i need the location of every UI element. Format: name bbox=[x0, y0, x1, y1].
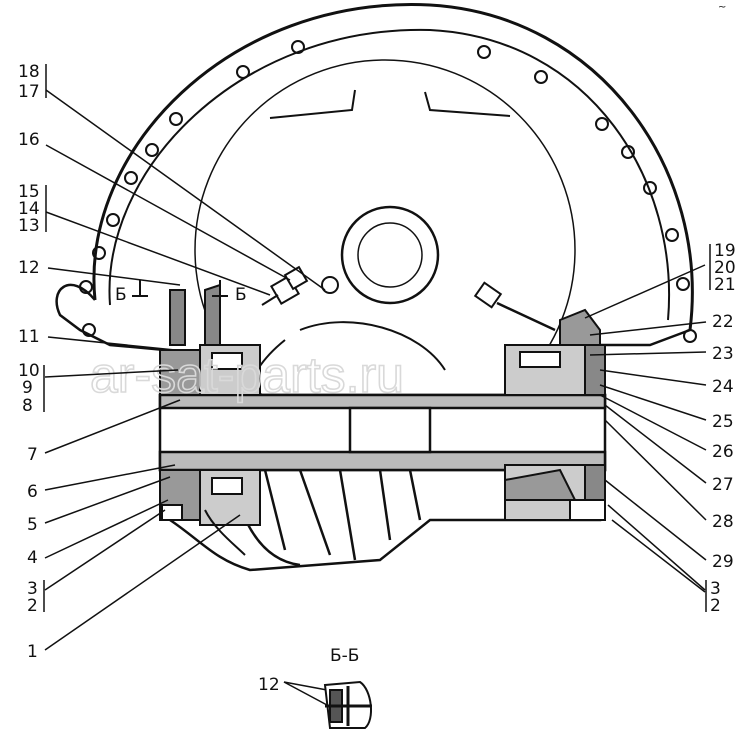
callout-22: 22 bbox=[712, 312, 734, 332]
section-title: Б-Б bbox=[330, 646, 359, 666]
callout-8: 8 bbox=[22, 396, 33, 416]
watermark-text: ar-sat-parts.ru bbox=[90, 347, 404, 403]
flange-bolt-holes bbox=[79, 40, 697, 343]
callout-20: 20 bbox=[714, 258, 736, 278]
section-marker-left: Б bbox=[115, 285, 127, 305]
callout-11: 11 bbox=[18, 327, 40, 347]
corner-mark: ~ bbox=[718, 2, 726, 13]
callout-14: 14 bbox=[18, 199, 40, 219]
callout-15: 15 bbox=[18, 182, 40, 202]
callout-29: 29 bbox=[712, 552, 734, 572]
callout-21: 21 bbox=[714, 275, 736, 295]
callout-2-left: 2 bbox=[27, 596, 38, 616]
callout-5: 5 bbox=[27, 515, 38, 535]
callout-2-right: 2 bbox=[710, 596, 721, 616]
left-bearing-assembly bbox=[159, 283, 261, 556]
section-marker-right: Б bbox=[235, 285, 247, 305]
callout-18: 18 bbox=[18, 62, 40, 82]
section-detail bbox=[323, 680, 372, 729]
callout-26: 26 bbox=[712, 442, 734, 462]
callout-3-left: 3 bbox=[27, 579, 38, 599]
callouts-right: 19 20 21 22 23 24 25 26 27 28 29 3 2 bbox=[710, 241, 736, 616]
callout-13: 13 bbox=[18, 216, 40, 236]
callout-12-section: 12 bbox=[258, 675, 280, 695]
callout-19: 19 bbox=[714, 241, 736, 261]
callout-27: 27 bbox=[712, 475, 734, 495]
callout-3-right: 3 bbox=[710, 579, 721, 599]
callout-28: 28 bbox=[712, 512, 734, 532]
right-bearing-assembly bbox=[504, 308, 606, 521]
callout-25: 25 bbox=[712, 412, 734, 432]
callout-12: 12 bbox=[18, 258, 40, 278]
callout-23: 23 bbox=[712, 344, 734, 364]
callout-9: 9 bbox=[22, 378, 33, 398]
lower-housing bbox=[168, 321, 602, 572]
flywheel-housing bbox=[55, 3, 694, 441]
section-markers: Б Б bbox=[115, 280, 247, 305]
callout-10: 10 bbox=[18, 361, 40, 381]
leader-lines bbox=[43, 64, 711, 706]
callouts-left: 18 17 16 15 14 13 12 11 10 9 8 7 6 5 4 3… bbox=[18, 62, 40, 662]
shaft bbox=[158, 393, 607, 472]
section-view-bb: Б-Б 12 bbox=[258, 646, 372, 729]
callout-24: 24 bbox=[712, 377, 734, 397]
callout-7: 7 bbox=[27, 445, 38, 465]
callout-4: 4 bbox=[27, 548, 38, 568]
callout-16: 16 bbox=[18, 130, 40, 150]
callout-1: 1 bbox=[27, 642, 38, 662]
callout-17: 17 bbox=[18, 82, 40, 102]
callout-6: 6 bbox=[27, 482, 38, 502]
